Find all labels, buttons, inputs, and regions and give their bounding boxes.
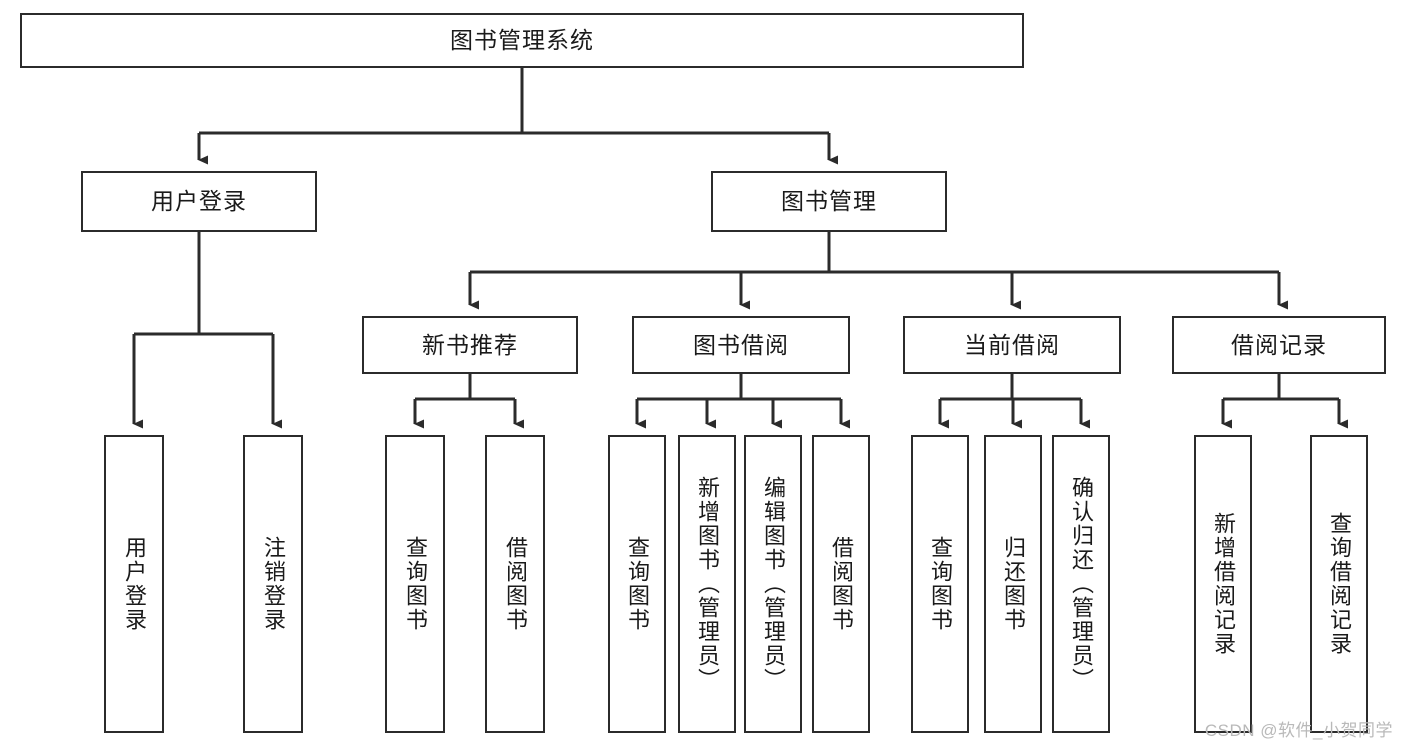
node-root[interactable]: 图书管理系统 [20, 13, 1024, 68]
node-leaf-confirm-return[interactable]: 确认归还（管理员） [1052, 435, 1110, 733]
node-label-leaf-logout: 注销登录 [260, 536, 286, 632]
node-label-leaf-confirm-return: 确认归还（管理员） [1068, 476, 1094, 692]
node-label-user-login: 用户登录 [151, 188, 247, 214]
node-label-borrow-record: 借阅记录 [1231, 331, 1327, 358]
node-label-book-manage: 图书管理 [781, 188, 877, 214]
node-leaf-borrow-book-b[interactable]: 借阅图书 [812, 435, 870, 733]
node-current-borrow[interactable]: 当前借阅 [903, 316, 1121, 374]
node-label-leaf-edit-book: 编辑图书（管理员） [760, 476, 786, 692]
node-leaf-query-book-b[interactable]: 查询图书 [608, 435, 666, 733]
node-label-book-borrow: 图书借阅 [693, 331, 789, 358]
node-leaf-user-login[interactable]: 用户登录 [104, 435, 164, 733]
node-leaf-add-book[interactable]: 新增图书（管理员） [678, 435, 736, 733]
node-leaf-query-book-c[interactable]: 查询图书 [911, 435, 969, 733]
node-label-leaf-borrow-book-rec: 借阅图书 [502, 536, 528, 632]
node-label-leaf-borrow-book-b: 借阅图书 [828, 536, 854, 632]
node-leaf-borrow-book-rec[interactable]: 借阅图书 [485, 435, 545, 733]
node-label-leaf-query-book-rec: 查询图书 [402, 536, 428, 632]
node-leaf-query-book-rec[interactable]: 查询图书 [385, 435, 445, 733]
node-label-current-borrow: 当前借阅 [964, 331, 1060, 358]
node-label-leaf-add-record: 新增借阅记录 [1210, 512, 1236, 656]
node-label-leaf-query-book-b: 查询图书 [624, 536, 650, 632]
node-leaf-query-record[interactable]: 查询借阅记录 [1310, 435, 1368, 733]
node-label-leaf-return-book: 归还图书 [1000, 536, 1026, 632]
node-leaf-add-record[interactable]: 新增借阅记录 [1194, 435, 1252, 733]
node-book-manage[interactable]: 图书管理 [711, 171, 947, 232]
node-label-leaf-user-login: 用户登录 [121, 536, 147, 632]
node-leaf-logout[interactable]: 注销登录 [243, 435, 303, 733]
node-label-leaf-add-book: 新增图书（管理员） [694, 476, 720, 692]
node-book-borrow[interactable]: 图书借阅 [632, 316, 850, 374]
node-label-leaf-query-record: 查询借阅记录 [1326, 512, 1352, 656]
node-borrow-record[interactable]: 借阅记录 [1172, 316, 1386, 374]
node-label-leaf-query-book-c: 查询图书 [927, 536, 953, 632]
node-leaf-return-book[interactable]: 归还图书 [984, 435, 1042, 733]
node-label-root: 图书管理系统 [450, 27, 594, 53]
node-new-book-rec[interactable]: 新书推荐 [362, 316, 578, 374]
node-label-new-book-rec: 新书推荐 [422, 331, 518, 358]
node-user-login[interactable]: 用户登录 [81, 171, 317, 232]
node-leaf-edit-book[interactable]: 编辑图书（管理员） [744, 435, 802, 733]
